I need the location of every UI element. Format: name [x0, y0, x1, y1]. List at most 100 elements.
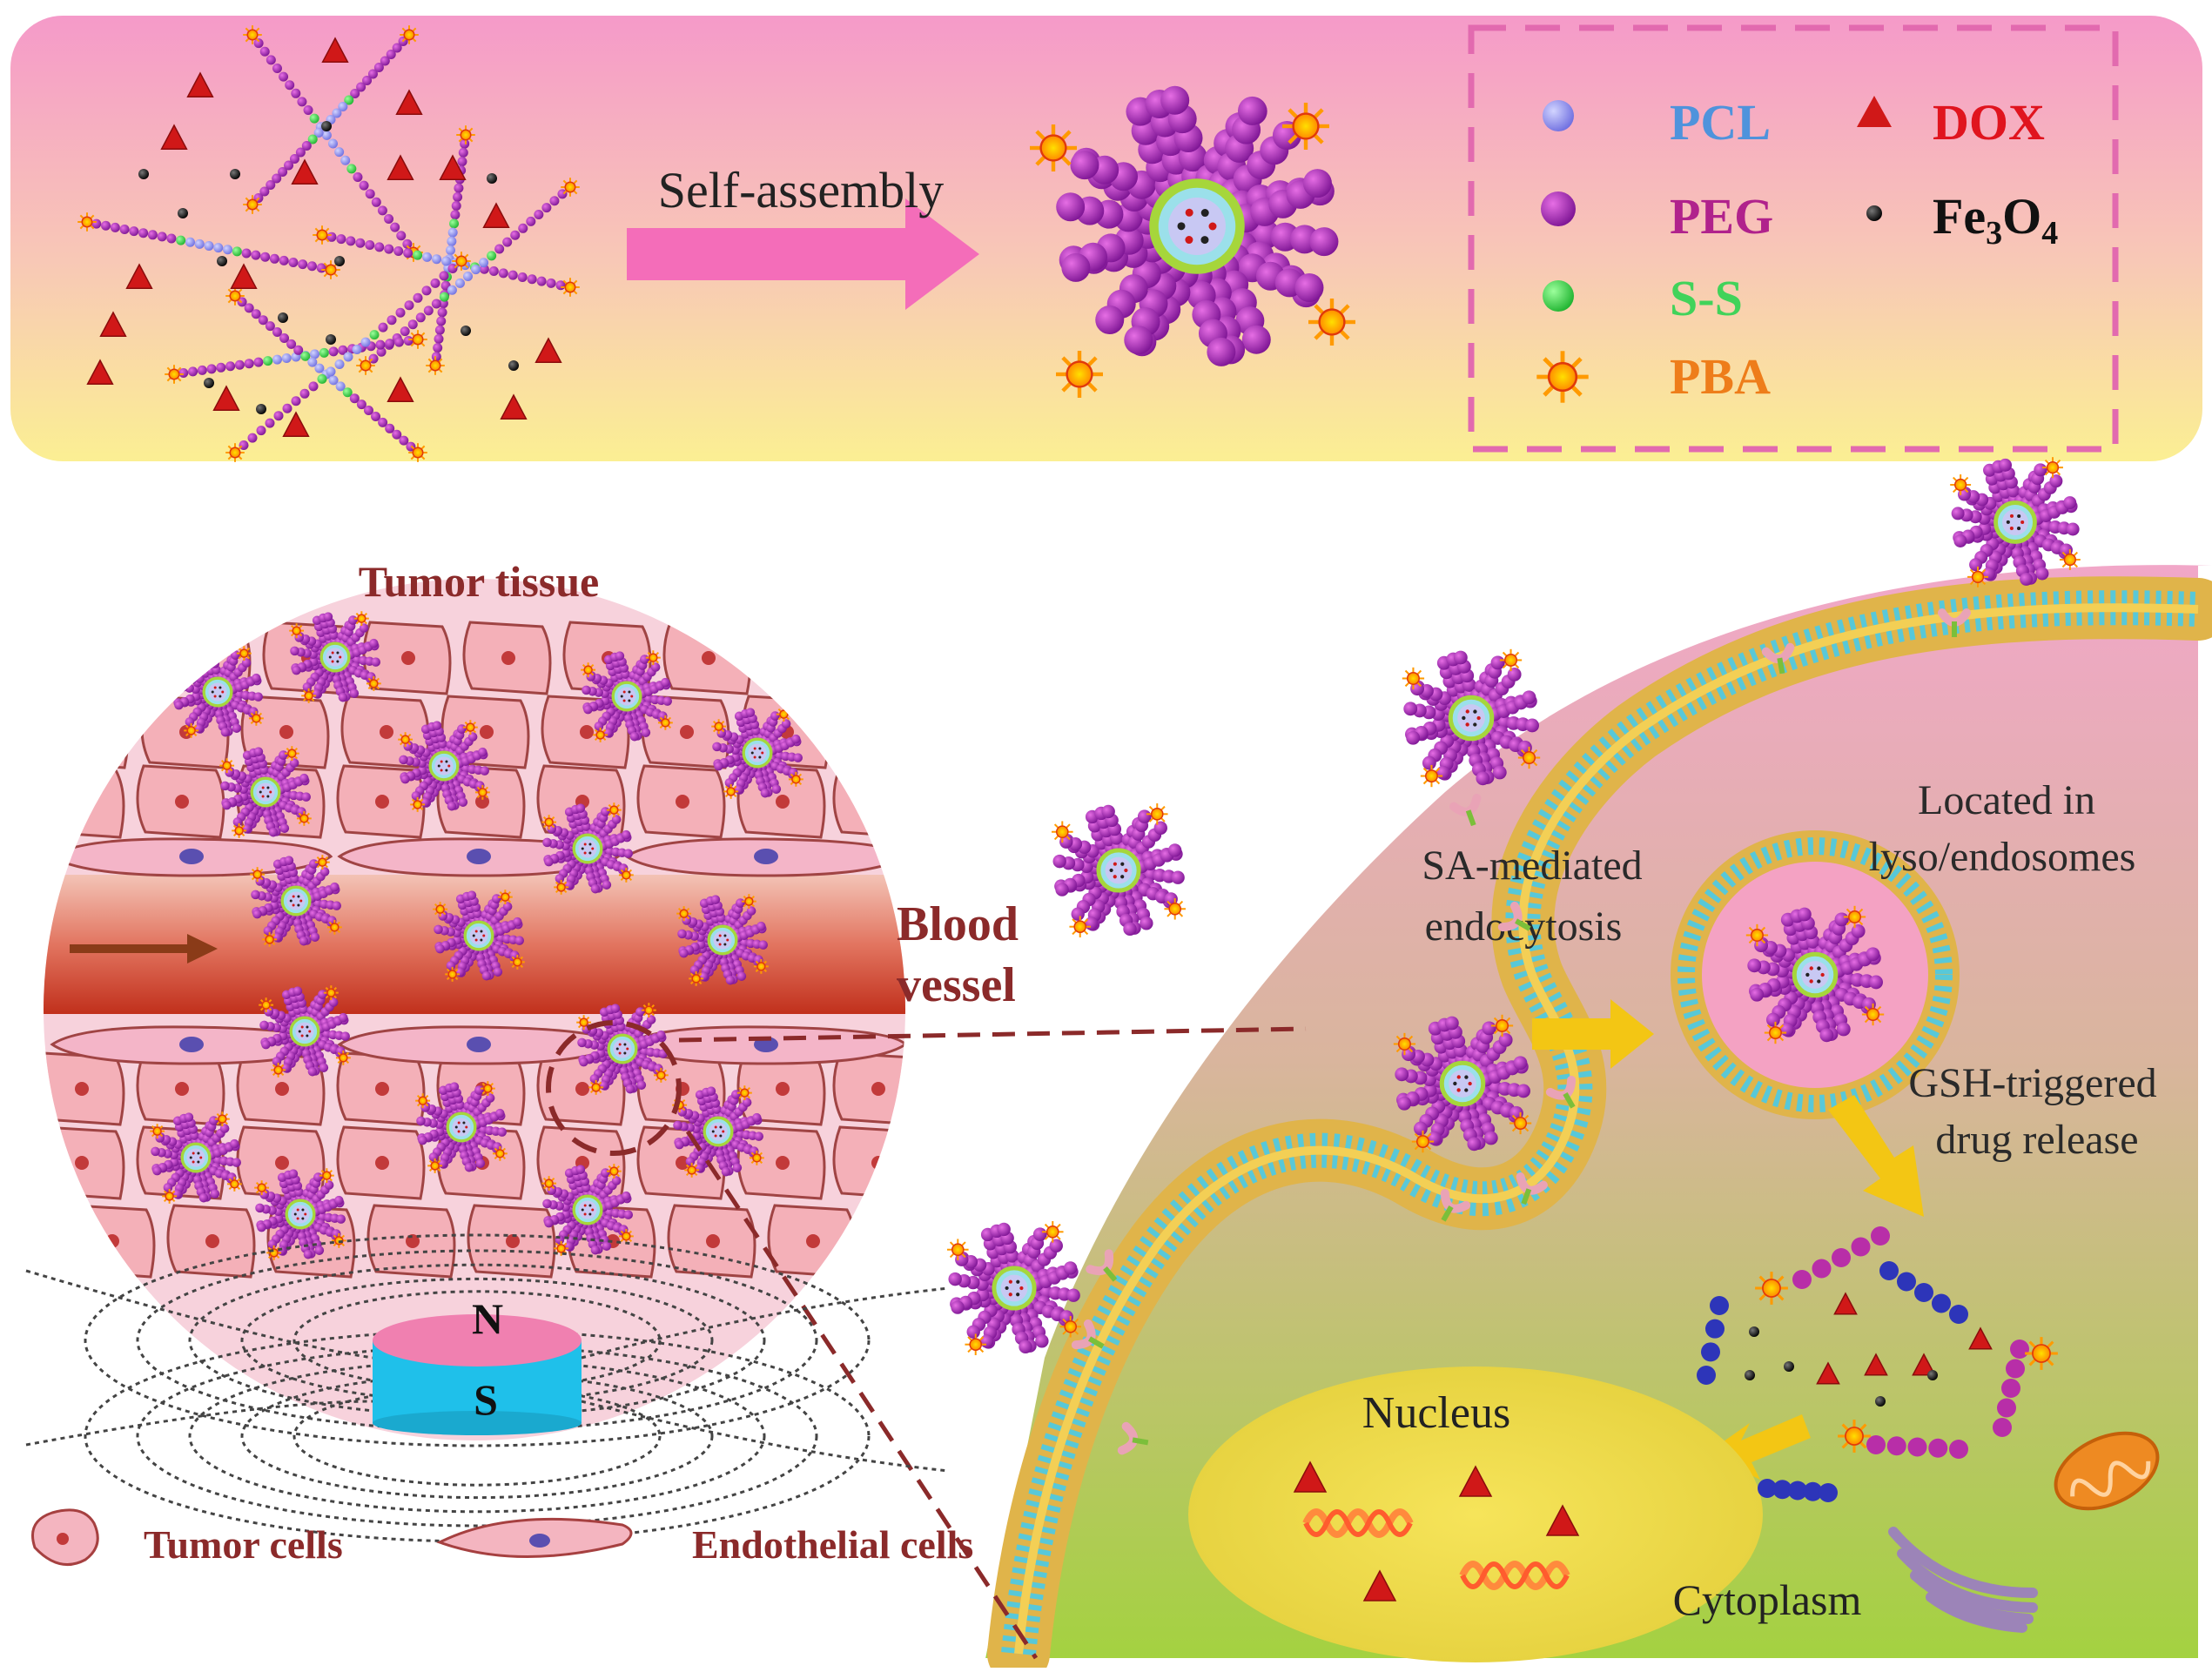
dox-icon: [186, 71, 214, 97]
tissue-micelle: [433, 890, 525, 982]
pba-icon: [243, 195, 262, 214]
self-assembly-arrow: [627, 198, 979, 310]
fe3o4-icon: [256, 404, 266, 414]
tumor-cell: [136, 1051, 225, 1126]
polymer-chain: [77, 212, 340, 279]
pba-icon: [313, 225, 332, 245]
dox-icon: [500, 393, 528, 420]
cell-micelle: [1950, 457, 2081, 588]
tissue-micelle: [289, 611, 381, 703]
pba-icon: [254, 1180, 270, 1196]
tumor-cell: [767, 1204, 857, 1279]
dox-icon: [86, 359, 114, 385]
pba-icon: [250, 867, 266, 883]
tumor-cell: [832, 1051, 905, 1126]
pba-icon: [296, 810, 312, 826]
fe3o4-icon: [461, 326, 471, 336]
dox-legend-label: DOX: [1933, 94, 2045, 151]
tissue-micelle: [250, 855, 342, 947]
pba-icon: [353, 611, 369, 627]
pba-icon: [561, 278, 580, 297]
legend-box: [1468, 24, 2119, 453]
endosome-lipid-tails: [1677, 837, 1953, 1112]
fe3o4-icon: [334, 256, 345, 266]
membrane-midline: [1014, 603, 2199, 1655]
pba-legend-icon: [1536, 351, 1589, 403]
right-margin: [2198, 566, 2212, 1668]
pba-icon: [1164, 897, 1186, 920]
dox-icon: [99, 311, 127, 337]
tissue-micelle: [254, 1168, 346, 1260]
receptor: [1086, 1249, 1118, 1282]
pba-icon: [219, 758, 235, 774]
mitochondrion: [2054, 1431, 2160, 1511]
release-label-line2: drug release: [1935, 1117, 2138, 1163]
tumor-cell: [166, 1204, 256, 1279]
zoom-line-top: [678, 1026, 1307, 1043]
dox-icon: [125, 263, 153, 289]
pba-icon: [947, 1239, 969, 1261]
pba-icon: [1745, 923, 1769, 947]
fe3o4-icon: [278, 312, 288, 323]
pba-icon: [541, 815, 557, 830]
tumor-cell: [66, 1204, 156, 1279]
endosome-label-line2: lyso/endosomes: [1869, 834, 2136, 880]
ss-legend-icon: [1543, 280, 1574, 312]
nucleus-dox: [1458, 1465, 1493, 1497]
pcl-chain: [1879, 1261, 1968, 1324]
tissue-micelle: [711, 707, 803, 799]
tumor-cell: [44, 695, 130, 769]
magnet-south-label: S: [474, 1375, 498, 1424]
pba-icon: [462, 720, 478, 735]
receptor: [1516, 1172, 1548, 1205]
pba-icon: [1838, 1420, 1871, 1453]
pba-icon: [1402, 667, 1425, 690]
pba-icon: [606, 802, 622, 818]
nucleus: Nucleus: [1188, 1366, 1763, 1662]
pba-icon: [426, 356, 445, 375]
field-line: [25, 1400, 373, 1447]
pba-icon: [788, 771, 803, 787]
pba-icon: [749, 1150, 764, 1165]
receptor: [1761, 642, 1795, 675]
legend: PCL DOX PEG Fe3O4 S-S PBA: [1536, 94, 2058, 405]
tissue-micelle: [581, 650, 673, 742]
pba-icon: [214, 1111, 230, 1127]
pba-icon: [225, 286, 245, 306]
tissue-micelle: [398, 720, 490, 812]
tumor-cell: [44, 764, 125, 839]
golgi-apparatus: [1888, 1527, 2038, 1633]
pba-icon: [408, 443, 427, 462]
pba-icon: [165, 365, 184, 384]
fe3o4-icon: [487, 173, 497, 184]
fe3o4-legend-icon: [1866, 205, 1882, 221]
pba-icon: [259, 997, 274, 1013]
polymer-chain: [426, 125, 475, 375]
pba-icon: [335, 1050, 351, 1065]
polymer-chain: [225, 252, 471, 462]
endothelial-cell-legend-label: Endothelial cells: [692, 1522, 973, 1567]
pba-icon: [541, 1176, 557, 1192]
field-line: [188, 1359, 766, 1514]
pba-icon: [232, 823, 247, 838]
dox-icon: [1912, 1353, 1936, 1376]
pba-icon: [2025, 1337, 2058, 1370]
top-panel: Self-assembly PCL DOX PEG Fe3O4 S-S PBA: [10, 16, 2202, 462]
tumor-cell: [662, 621, 752, 695]
pba-icon: [301, 688, 317, 703]
fe3o4-icon: [321, 121, 332, 131]
pba-icon: [366, 675, 381, 691]
pba-icon: [497, 890, 513, 905]
pba-icon: [410, 796, 426, 812]
receptor: [1497, 901, 1531, 932]
magnetic-field-lines: [25, 1233, 950, 1543]
fe3o4-icon: [217, 256, 227, 266]
cell-micelle: [1393, 1014, 1532, 1153]
pba-icon: [452, 252, 471, 271]
pcl-chain: [1697, 1296, 1729, 1385]
dox-icon: [1833, 1292, 1858, 1315]
pba-icon: [753, 958, 769, 974]
pba-icon: [415, 1093, 431, 1109]
fe3o4-icon: [230, 169, 240, 179]
tumor-cell: [240, 695, 330, 769]
